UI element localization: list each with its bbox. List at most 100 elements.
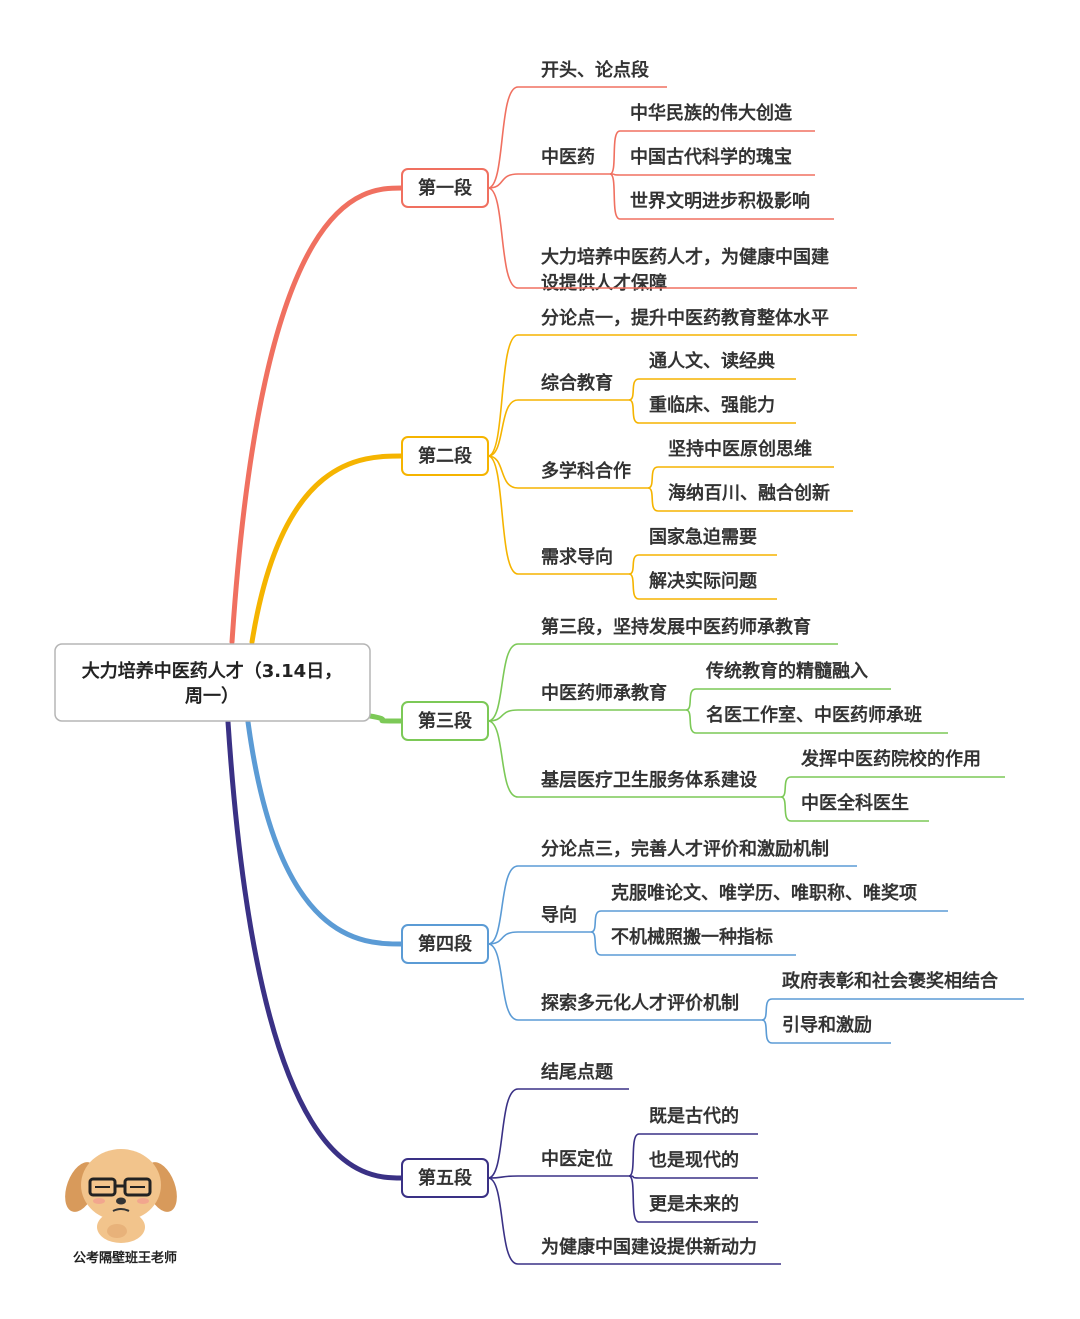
branch-label: 第一段 — [418, 177, 473, 199]
child-link — [780, 796, 792, 822]
child-link — [761, 1019, 773, 1044]
topic-node[interactable]: 基层医疗卫生服务体系建设 — [518, 769, 781, 798]
leaf-node[interactable]: 中华民族的伟大创造 — [620, 102, 815, 132]
leaf-node[interactable]: 引导和激励 — [772, 1014, 891, 1044]
item-link — [487, 173, 519, 189]
branch-node-3[interactable]: 第三段 — [401, 701, 489, 741]
child-link — [628, 1175, 640, 1223]
leaf-node[interactable]: 政府表彰和社会褒奖相结合 — [772, 970, 1024, 1000]
child-link — [685, 709, 697, 734]
branch-node-1[interactable]: 第一段 — [401, 168, 489, 208]
node-text: 中华民族的伟大创造 — [630, 102, 792, 124]
leaf-node[interactable]: 发挥中医药院校的作用 — [791, 748, 1005, 778]
leaf-node[interactable]: 结尾点题 — [537, 1061, 629, 1090]
leaf-node[interactable]: 开头、论点段 — [537, 59, 667, 88]
node-text: 重临床、强能力 — [649, 394, 775, 416]
central-topic-line1: 大力培养中医药人才（3.14日， — [82, 660, 342, 682]
root-link-3 — [367, 713, 405, 724]
node-text: 第三段，坚持发展中医药师承教育 — [541, 616, 811, 638]
item-link — [487, 455, 519, 489]
branch-label: 第四段 — [418, 933, 473, 955]
leaf-node[interactable]: 中医全科医生 — [791, 792, 929, 822]
leaf-node[interactable]: 分论点三，完善人才评价和激励机制 — [537, 838, 857, 867]
topic-node[interactable]: 探索多元化人才评价机制 — [518, 992, 762, 1021]
leaf-node[interactable]: 通人文、读经典 — [639, 350, 796, 380]
node-text: 基层医疗卫生服务体系建设 — [540, 769, 757, 791]
node-text: 分论点三，完善人才评价和激励机制 — [541, 838, 829, 860]
node-text: 多学科合作 — [541, 460, 631, 482]
node-text: 政府表彰和社会褒奖相结合 — [782, 970, 999, 992]
node-text: 需求导向 — [541, 546, 613, 568]
central-topic-line2: 周一） — [185, 686, 239, 707]
branch-node-2[interactable]: 第二段 — [401, 436, 489, 476]
topic-node[interactable]: 综合教育 — [518, 372, 629, 401]
node-text: 更是未来的 — [649, 1193, 739, 1215]
node-text-line2: 设提供人才保障 — [541, 272, 667, 294]
node-text: 海纳百川、融合创新 — [668, 482, 830, 504]
child-link — [628, 1133, 640, 1177]
leaf-node[interactable]: 坚持中医原创思维 — [658, 438, 834, 468]
topic-node[interactable]: 需求导向 — [518, 546, 629, 575]
leaf-node[interactable]: 名医工作室、中医药师承班 — [696, 704, 948, 734]
leaf-node[interactable]: 更是未来的 — [639, 1193, 758, 1223]
node-text: 开头、论点段 — [541, 59, 650, 81]
item-link — [487, 86, 537, 189]
node-text: 国家急迫需要 — [649, 526, 757, 548]
node-text: 中医药 — [541, 146, 595, 168]
item-link — [487, 399, 519, 457]
node-text: 探索多元化人才评价机制 — [541, 992, 739, 1014]
node-text: 坚持中医原创思维 — [668, 438, 812, 460]
node-text: 世界文明进步积极影响 — [630, 190, 810, 212]
item-link — [487, 455, 519, 575]
leaf-node[interactable]: 分论点一，提升中医药教育整体水平 — [537, 307, 857, 336]
central-topic[interactable]: 大力培养中医药人才（3.14日， 周一） — [54, 643, 371, 722]
leaf-node[interactable]: 也是现代的 — [639, 1149, 758, 1179]
leaf-node[interactable]: 重临床、强能力 — [639, 394, 796, 424]
leaf-node[interactable]: 解决实际问题 — [639, 570, 777, 600]
branch-label: 第三段 — [418, 710, 473, 732]
item-link — [487, 643, 537, 722]
cartoon-dog-with-glasses-icon — [65, 1149, 177, 1243]
leaf-node[interactable]: 中国古代科学的瑰宝 — [620, 146, 815, 176]
child-link — [647, 487, 659, 512]
item-link — [487, 931, 519, 945]
branch-node-4[interactable]: 第四段 — [401, 924, 489, 964]
topic-node[interactable]: 多学科合作 — [518, 460, 648, 489]
node-text: 发挥中医药院校的作用 — [800, 748, 981, 770]
item-link — [487, 720, 519, 798]
root-link-2 — [249, 453, 405, 645]
leaf-node[interactable]: 既是古代的 — [639, 1105, 758, 1135]
child-link — [628, 573, 640, 600]
item-link — [487, 1175, 519, 1179]
leaf-node[interactable]: 世界文明进步积极影响 — [620, 190, 834, 220]
leaf-node[interactable]: 国家急迫需要 — [639, 526, 777, 556]
branch-node-5[interactable]: 第五段 — [401, 1158, 489, 1198]
node-text: 也是现代的 — [649, 1149, 739, 1171]
node-text: 引导和激励 — [782, 1014, 872, 1036]
leaf-node[interactable]: 不机械照搬一种指标 — [601, 926, 796, 956]
child-link — [590, 931, 602, 956]
leaf-node[interactable]: 克服唯论文、唯学历、唯职称、唯奖项 — [601, 882, 948, 912]
child-link — [647, 466, 659, 489]
branch-label: 第二段 — [418, 445, 473, 467]
topic-node[interactable]: 导向 — [518, 904, 591, 933]
branch-label: 第五段 — [418, 1167, 473, 1189]
node-text: 综合教育 — [541, 372, 613, 394]
child-link — [780, 776, 792, 798]
leaf-node[interactable]: 第三段，坚持发展中医药师承教育 — [537, 616, 838, 645]
leaf-node[interactable]: 为健康中国建设提供新动力 — [537, 1236, 781, 1265]
leaf-node[interactable]: 传统教育的精髓融入 — [696, 660, 891, 690]
node-text: 中医定位 — [541, 1148, 613, 1170]
topic-node[interactable]: 中医定位 — [518, 1148, 629, 1177]
leaf-node[interactable]: 海纳百川、融合创新 — [658, 482, 853, 512]
node-text: 通人文、读经典 — [649, 350, 775, 372]
node-text: 名医工作室、中医药师承班 — [706, 704, 922, 726]
node-text: 克服唯论文、唯学历、唯职称、唯奖项 — [611, 882, 917, 904]
node-text: 为健康中国建设提供新动力 — [541, 1236, 757, 1258]
node-text: 传统教育的精髓融入 — [705, 660, 868, 682]
topic-node[interactable]: 中医药 — [518, 146, 610, 175]
root-link-4 — [245, 719, 405, 947]
topic-node[interactable]: 中医药师承教育 — [518, 682, 686, 711]
